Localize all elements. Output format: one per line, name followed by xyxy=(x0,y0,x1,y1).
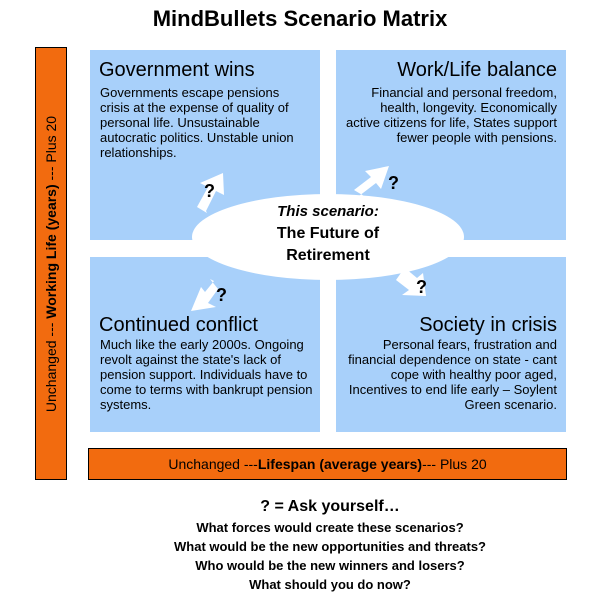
quadrant-title: Government wins xyxy=(99,59,255,81)
center-name-line2: Retirement xyxy=(286,247,370,264)
quadrant-title: Work/Life balance xyxy=(397,59,557,81)
footer: ? = Ask yourself… What forces would crea… xyxy=(0,496,600,594)
arrow-top-right xyxy=(354,166,389,196)
arrow-bottom-left xyxy=(191,279,218,311)
lifespan-axis-start: Unchanged --- xyxy=(168,456,258,472)
arrow-top-left xyxy=(197,173,224,213)
quadrant-title: Society in crisis xyxy=(419,314,557,336)
arrow-bottom-right xyxy=(396,268,426,296)
center-ellipse xyxy=(192,194,464,280)
working-life-axis: Unchanged --- Working Life (years) --- P… xyxy=(35,47,67,480)
footer-question: What forces would create these scenarios… xyxy=(196,520,464,535)
quadrant-description: Financial and personal freedom, health, … xyxy=(346,85,557,145)
center-name-line1: The Future of xyxy=(276,225,380,242)
quadrant-title: Continued conflict xyxy=(99,314,258,336)
quadrant-description: Much like the early 2000s. Ongoing revol… xyxy=(100,337,313,412)
footer-question: Who would be the new winners and losers? xyxy=(195,558,465,573)
question-mark-top-left: ? xyxy=(204,181,215,201)
footer-heading: ? = Ask yourself… xyxy=(260,498,400,515)
center-scenario: This scenario: The Future of Retirement xyxy=(240,203,416,265)
quadrant-society-in-crisis: Society in crisis Personal fears, frustr… xyxy=(336,257,566,432)
center-label: This scenario: xyxy=(277,203,379,220)
lifespan-axis-end: --- Plus 20 xyxy=(422,456,487,472)
question-mark-top-right: ? xyxy=(388,173,399,193)
lifespan-axis: Unchanged --- Lifespan (average years) -… xyxy=(88,448,567,480)
footer-question: What should you do now? xyxy=(249,577,411,592)
footer-question: What would be the new opportunities and … xyxy=(174,539,486,554)
quadrant-description: Governments escape pensions crisis at th… xyxy=(100,85,294,160)
question-mark-bottom-left: ? xyxy=(216,285,227,305)
page-title: MindBullets Scenario Matrix xyxy=(152,6,448,31)
question-mark-bottom-right: ? xyxy=(416,277,427,297)
lifespan-axis-label: Lifespan (average years) xyxy=(257,456,423,472)
quadrant-description: Personal fears, frustration and financia… xyxy=(348,337,557,412)
quadrant-continued-conflict: Continued conflict Much like the early 2… xyxy=(90,257,320,432)
